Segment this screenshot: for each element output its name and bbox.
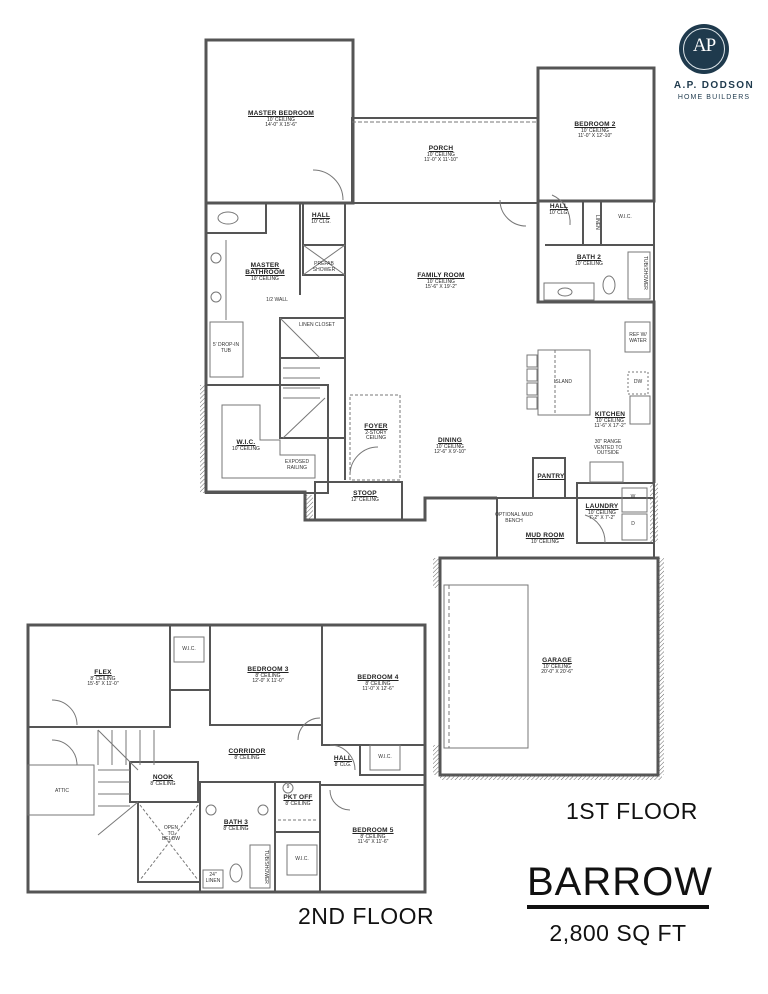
room-family-room: FAMILY ROOM 10' CEILING 15'-6" X 19'-2": [417, 272, 465, 291]
note-mud-bench: OPTIONAL MUD BENCH: [495, 512, 533, 524]
room-dining: DINING 10' CEILING 12'-6" X 9'-10": [434, 437, 466, 456]
room-bedroom-3: BEDROOM 3 8' CEILING 12'-0" X 11'-0": [247, 666, 289, 685]
room-kitchen: KITCHEN 10' CEILING 11'-6" X 17'-2": [594, 411, 626, 430]
note-linen-closet: LINEN CLOSET: [298, 322, 336, 328]
room-master-wic: W.I.C. 10' CEILING: [232, 439, 260, 452]
room-bedroom-2: BEDROOM 2 10' CEILING 11'-0" X 12'-10": [574, 121, 616, 140]
note-linen: LINEN: [594, 215, 600, 230]
room-bedroom-4: BEDROOM 4 8' CEILING 11'-0" X 12'-6": [357, 674, 399, 693]
room-upstairs-hall: HALL 8' CLG.: [333, 755, 353, 768]
room-corridor: CORRIDOR 8' CEILING: [228, 748, 266, 761]
title-underline: [527, 905, 709, 909]
note-washer: W: [630, 494, 636, 500]
note-prefab-shower: PREFAB SHOWER: [312, 261, 336, 273]
note-island: ISLAND: [553, 379, 573, 385]
note-range: 30" RANGE VENTED TO OUTSIDE: [593, 439, 623, 456]
room-nook: NOOK 8' CEILING: [150, 774, 176, 787]
room-bath-2: BATH 2 10' CEILING: [575, 254, 603, 267]
note-exposed-railing: EXPOSED RAILING: [284, 459, 310, 471]
note-tag: 9: [286, 784, 290, 790]
room-foyer: FOYER 2-STORY CEILING: [364, 423, 388, 442]
note-wic-bed2: W.I.C.: [618, 214, 632, 220]
room-bedroom2-hall: HALL 10' CLG.: [549, 203, 569, 216]
room-laundry: LAUNDRY 10' CEILING 7'-2" X 7'-2": [585, 503, 619, 522]
note-wic-bed4: W.I.C.: [378, 754, 392, 760]
room-pkt-off: PKT OFF 8' CEILING: [283, 794, 313, 807]
note-dw: DW: [633, 379, 643, 385]
brand-monogram: AP: [692, 35, 716, 56]
note-half-wall: 1/2 WALL: [266, 297, 288, 303]
note-24-linen: 24" LINEN: [205, 872, 221, 884]
brand-logo: AP: [680, 25, 728, 73]
room-master-hall: HALL 10' CLG.: [311, 212, 331, 225]
plan-title: BARROW: [527, 860, 713, 904]
note-ref-water: REF W/ WATER: [629, 332, 647, 344]
room-bedroom-5: BEDROOM 5 8' CEILING 11'-6" X 11'-6": [352, 827, 394, 846]
square-footage: 2,800 SQ FT: [549, 920, 687, 946]
room-porch: PORCH 10' CEILING 11'-0" X 11'-10": [424, 145, 458, 164]
note-drop-in-tub: 5' DROP-IN TUB: [212, 342, 240, 354]
room-master-bathroom: MASTER BATHROOM 10' CEILING: [245, 262, 285, 282]
room-stoop: STOOP 12' CEILING: [351, 490, 379, 503]
note-attic: ATTIC: [54, 788, 70, 794]
brand-name: A.P. DODSON: [673, 80, 755, 91]
floor1-label: 1ST FLOOR: [566, 798, 698, 824]
note-wic-bed3: W.I.C.: [182, 646, 196, 652]
note-dryer: D: [631, 521, 635, 527]
main-outer-walls: [204, 201, 656, 522]
note-tub-shower-bath2: TUB/SHOWER: [642, 256, 648, 290]
room-mud-room: MUD ROOM 10' CEILING: [525, 532, 565, 545]
note-tub-shower-bath3: TUB/SHOWER: [263, 850, 269, 884]
room-flex: FLEX 8' CEILING 15'-5" X 11'-0": [87, 669, 119, 688]
room-pantry: PANTRY: [537, 473, 565, 480]
note-wic-bed5: W.I.C.: [295, 856, 309, 862]
room-bath-3: BATH 3 8' CEILING: [223, 819, 249, 832]
room-garage: GARAGE 10' CEILING 20'-0" X 20'-6": [541, 657, 573, 676]
note-open-to-below: OPEN TO BELOW: [161, 825, 181, 842]
room-master-bedroom: MASTER BEDROOM 10' CEILING 14'-0" X 15'-…: [248, 110, 314, 129]
brand-subtitle: HOME BUILDERS: [677, 94, 751, 101]
floor2-label: 2ND FLOOR: [298, 903, 435, 929]
